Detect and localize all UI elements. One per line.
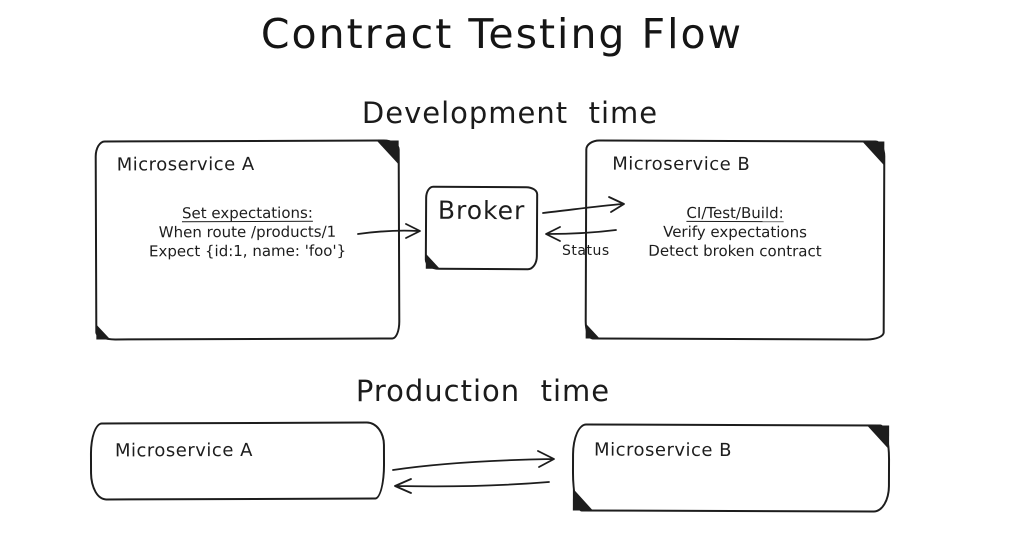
diagram-title: Contract Testing Flow bbox=[260, 10, 744, 58]
note-expect-payload: Expect {id:1, name: 'foo'} bbox=[148, 241, 347, 261]
prod-microservice-b-title: Microservice B bbox=[594, 439, 733, 462]
corner-ink-mark-top-right bbox=[867, 425, 890, 450]
dev-microservice-a-box: Microservice A Set expectations: When ro… bbox=[94, 139, 401, 341]
arrow-prod-b-to-a bbox=[394, 478, 550, 494]
dev-microservice-b-box: Microservice B CI/Test/Build: Verify exp… bbox=[584, 139, 886, 341]
note-ci-test-build: CI/Test/Build: bbox=[686, 203, 784, 223]
corner-ink-mark-bottom-left bbox=[572, 488, 593, 511]
dev-microservice-b-title: Microservice B bbox=[612, 153, 751, 176]
corner-ink-mark-top-right bbox=[376, 140, 399, 165]
prod-microservice-a-box: Microservice A bbox=[89, 421, 386, 501]
corner-ink-mark-bottom-left bbox=[425, 253, 440, 269]
dev-microservice-a-title: Microservice A bbox=[116, 153, 255, 176]
arrow-prod-a-to-b bbox=[392, 450, 555, 471]
prod-microservice-b-box: Microservice B bbox=[571, 423, 891, 513]
prod-microservice-a-title: Microservice A bbox=[114, 439, 253, 462]
dev-microservice-b-notes: CI/Test/Build: Verify expectations Detec… bbox=[587, 203, 883, 261]
development-section-heading: Development time bbox=[361, 96, 659, 130]
dev-microservice-a-notes: Set expectations: When route /products/1… bbox=[97, 203, 398, 261]
broker-title: Broker bbox=[437, 195, 526, 226]
corner-ink-mark-bottom-left bbox=[585, 323, 600, 339]
broker-box: Broker bbox=[424, 185, 539, 271]
note-when-route: When route /products/1 bbox=[158, 222, 337, 242]
production-section-heading: Production time bbox=[355, 374, 611, 408]
note-detect-broken-contract: Detect broken contract bbox=[648, 241, 822, 261]
corner-ink-mark-bottom-left bbox=[96, 324, 111, 340]
note-verify-expectations: Verify expectations bbox=[663, 222, 807, 242]
corner-ink-mark-top-right bbox=[862, 141, 885, 166]
status-arrow-label: Status bbox=[562, 243, 610, 259]
note-set-expectations: Set expectations: bbox=[181, 203, 313, 223]
